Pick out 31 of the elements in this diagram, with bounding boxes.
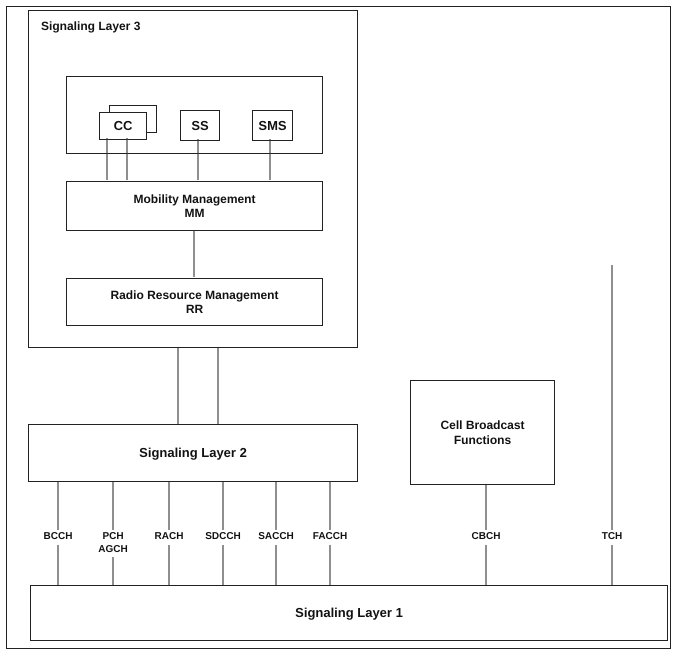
- connector-line: [126, 138, 128, 180]
- layer-box: [66, 278, 323, 326]
- layer-box: [66, 181, 323, 231]
- box-label: Signaling Layer 1: [295, 605, 403, 621]
- box-label: Signaling Layer 2: [139, 445, 247, 461]
- channel-label: SDCCH: [203, 530, 243, 544]
- group-box: [66, 76, 323, 154]
- connector-line: [197, 139, 199, 180]
- layer-box: [180, 110, 220, 141]
- connector-line: [193, 230, 195, 277]
- connector-line: [106, 138, 108, 180]
- channel-label: FACCH: [310, 530, 350, 544]
- box-label: Radio Resource Management RR: [109, 288, 280, 316]
- box-label: Cell Broadcast Functions: [439, 418, 526, 447]
- connector-line: [217, 348, 219, 424]
- box-label: SMS: [258, 118, 287, 134]
- connector-line: [177, 348, 179, 424]
- layer-box: [30, 585, 668, 641]
- box-label: CC: [114, 118, 132, 134]
- channel-label: PCH AGCH: [96, 530, 130, 557]
- box-label: SS: [191, 118, 209, 134]
- box-label: Signaling Layer 3: [41, 19, 140, 34]
- layer-box: [28, 424, 358, 482]
- layer-box: [252, 110, 293, 141]
- box-label: Mobility Management MM: [132, 192, 256, 220]
- layer-box: [28, 10, 358, 348]
- layer-box: [99, 112, 147, 140]
- connector-line: [611, 265, 613, 585]
- channel-label: SACCH: [256, 530, 296, 544]
- layer-box: [410, 380, 555, 485]
- connector-line: [269, 139, 271, 180]
